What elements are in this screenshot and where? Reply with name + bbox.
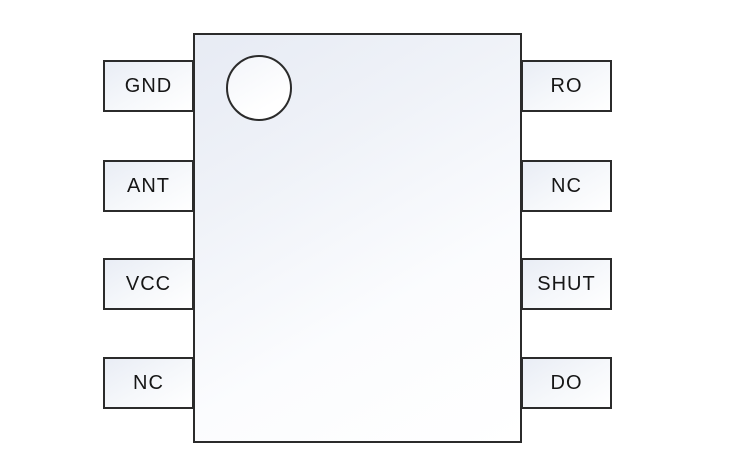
pin-label-ant: ANT [127,174,170,197]
pin-label-vcc: VCC [125,272,172,295]
pin-label-nc-left: NC [133,371,164,394]
pin-shut: SHUT [521,258,612,310]
pin-label-do: DO [550,371,583,394]
pin-do: DO [521,357,612,409]
pin-gnd: GND [103,60,194,112]
pin-nc-left: NC [103,357,194,409]
pin-label-shut: SHUT [537,272,596,295]
pin-ro: RO [521,60,612,112]
pin-vcc: VCC [103,258,194,310]
pin-label-nc-right: NC [551,174,582,197]
pin-nc-right: NC [521,160,612,212]
pin-label-gnd: GND [124,74,173,97]
pin1-indicator-circle [226,55,292,121]
pin-label-ro: RO [550,74,583,97]
ic-body [193,33,522,443]
pin-ant: ANT [103,160,194,212]
